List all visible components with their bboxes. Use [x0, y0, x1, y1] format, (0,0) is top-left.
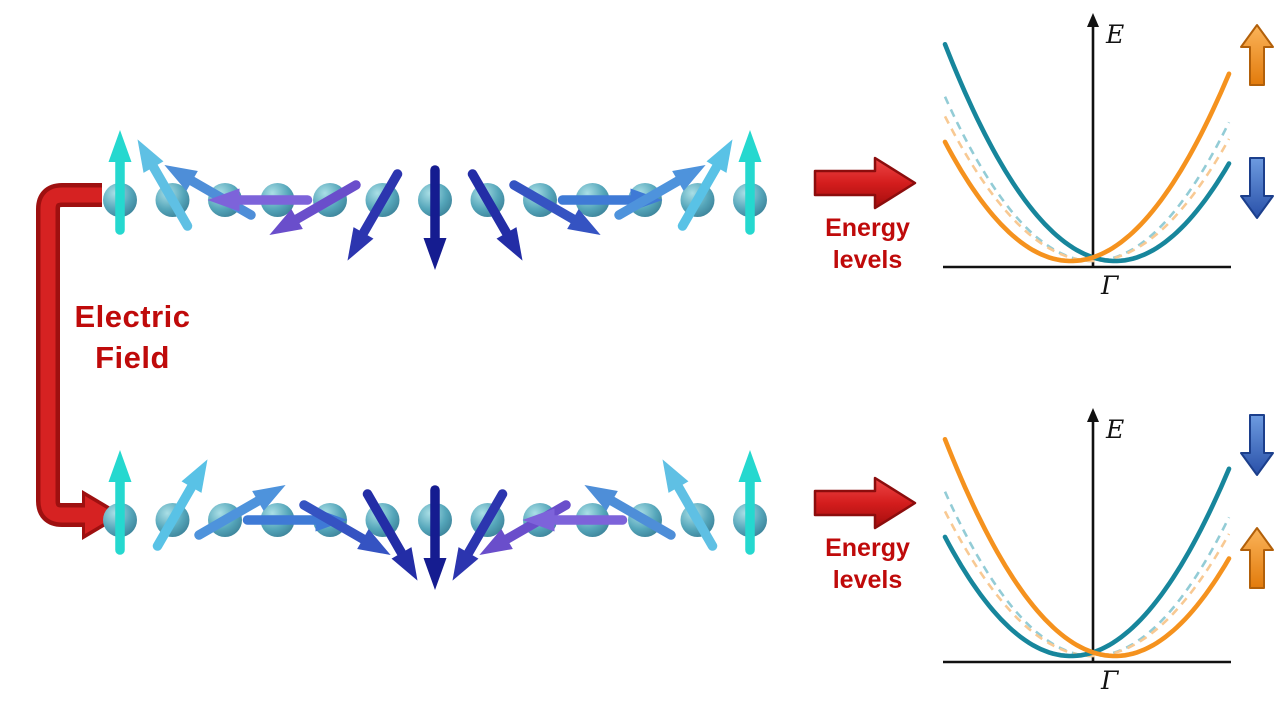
electric-field-line1: Electric	[74, 299, 191, 334]
spin-arrow	[152, 459, 208, 551]
spin-down-marker-down-arrow-icon	[1240, 157, 1274, 219]
spin-up-marker-up-arrow-icon	[1240, 24, 1274, 86]
gamma-point-label: Γ	[1100, 666, 1120, 695]
energy-flow-arrow-top	[813, 156, 917, 210]
energy-levels-line1: Energy	[825, 214, 910, 242]
right-arrow-icon	[813, 476, 917, 530]
gamma-point-label: Γ	[1100, 271, 1120, 300]
axis-arrowhead-icon	[1087, 408, 1099, 422]
spin-down-band	[942, 466, 1232, 659]
electric-field-line2: Field	[95, 340, 170, 375]
band-diagram-reversed: EΓ	[942, 408, 1274, 695]
electric-field-label: Electric Field	[30, 296, 235, 378]
spin-arrow	[677, 139, 733, 231]
spin-arrow	[614, 165, 706, 220]
energy-levels-line1: Energy	[825, 534, 910, 562]
spin-arrow	[269, 180, 361, 235]
spin-arrow	[194, 485, 286, 540]
spin-arrow	[584, 485, 676, 540]
electric-field-bracket-arrow	[36, 183, 124, 540]
spin-up-marker-up-arrow-icon	[1240, 527, 1274, 589]
bracket-inner-path	[40, 187, 102, 523]
spin-arrow	[522, 508, 628, 532]
spin-down-band	[942, 42, 1232, 264]
spin-arrow	[423, 165, 447, 270]
spin-arrow	[467, 169, 523, 261]
spin-arrow	[509, 180, 601, 235]
spin-arrow	[738, 450, 762, 555]
energy-levels-label-top: Energy levels	[800, 212, 935, 276]
spin-down-marker-down-arrow-icon	[1240, 414, 1274, 476]
reference-band-curve	[943, 491, 1231, 658]
energy-axis-label: E	[1105, 20, 1124, 49]
spin-arrow	[452, 489, 508, 581]
spin-arrow	[662, 459, 718, 551]
spin-arrow	[137, 139, 193, 231]
energy-levels-label-bottom: Energy levels	[800, 532, 935, 596]
energy-levels-line2: levels	[832, 566, 903, 594]
top-spin-spiral	[103, 130, 767, 270]
bracket-arrowhead-icon	[85, 496, 117, 534]
energy-levels-line2: levels	[832, 246, 903, 274]
spin-arrow	[738, 130, 762, 235]
axis-arrowhead-icon	[1087, 13, 1099, 27]
spin-arrow	[108, 130, 132, 235]
spin-arrow	[299, 500, 391, 555]
spin-arrow	[423, 485, 447, 590]
bottom-spin-spiral	[103, 450, 767, 590]
band-diagram-initial: EΓ	[942, 13, 1274, 300]
energy-flow-arrow-bottom	[813, 476, 917, 530]
spin-arrow	[347, 169, 403, 261]
spin-up-band	[942, 71, 1232, 264]
spin-up-band	[942, 437, 1232, 659]
reference-band-curve	[943, 96, 1231, 263]
spin-arrow	[207, 188, 313, 212]
right-arrow-icon	[813, 156, 917, 210]
spin-arrow	[108, 450, 132, 555]
energy-axis-label: E	[1105, 415, 1124, 444]
spin-arrow	[362, 489, 418, 581]
